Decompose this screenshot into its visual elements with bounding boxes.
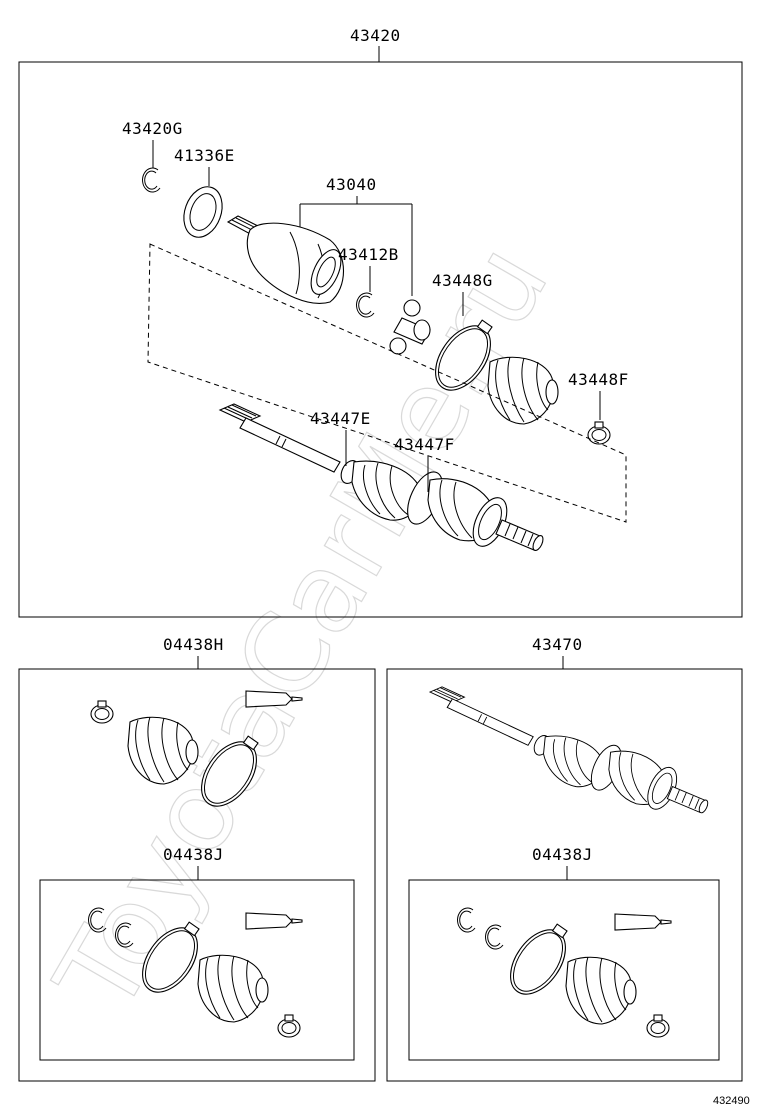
snap-ring-part bbox=[142, 167, 161, 193]
kit-j-right-grease-tube bbox=[614, 913, 672, 931]
label-43448F: 43448F bbox=[568, 370, 629, 389]
kit-j-left-grease-tube bbox=[245, 912, 303, 930]
label-43420G: 43420G bbox=[122, 119, 183, 138]
kit-j-right-small-clamp bbox=[646, 1014, 670, 1038]
boot-kit-inner-right-frame bbox=[408, 879, 720, 1061]
kit-j-left-boot bbox=[197, 954, 269, 1023]
kit-j-right-boot bbox=[565, 956, 637, 1025]
right-drive-shaft-part bbox=[429, 686, 710, 815]
label-43412B: 43412B bbox=[338, 245, 399, 264]
kit-j-right-snap-ring bbox=[457, 907, 476, 933]
dust-seal-part bbox=[183, 186, 223, 238]
label-41336E: 41336E bbox=[174, 146, 235, 165]
label-04438J-right: 04438J bbox=[532, 845, 593, 864]
kit-j-right-band bbox=[498, 919, 578, 1005]
label-43470: 43470 bbox=[532, 635, 583, 654]
snap-ring-b-part bbox=[356, 292, 375, 318]
boot-kit-inner-left-frame bbox=[39, 879, 355, 1061]
boot-kit-left-frame bbox=[18, 668, 376, 1082]
kit-h-small-clamp bbox=[90, 700, 114, 724]
clamp-43448F-part bbox=[587, 421, 611, 445]
top-assembly-frame bbox=[18, 61, 743, 618]
tripod-part bbox=[389, 299, 431, 355]
label-43420: 43420 bbox=[350, 26, 401, 45]
axle-assembly-right-frame bbox=[386, 668, 743, 1082]
label-43448G: 43448G bbox=[432, 271, 493, 290]
kit-j-right-snap-ring-2 bbox=[485, 924, 504, 950]
kit-j-left-small-clamp bbox=[277, 1014, 301, 1038]
label-43447F: 43447F bbox=[394, 435, 455, 454]
label-04438H: 04438H bbox=[163, 635, 224, 654]
label-43040: 43040 bbox=[326, 175, 377, 194]
label-43447E: 43447E bbox=[310, 409, 371, 428]
label-04438J-left: 04438J bbox=[163, 845, 224, 864]
inboard-joint-housing bbox=[226, 215, 344, 304]
watermark: ToyotaCarMe.ru bbox=[31, 224, 573, 1034]
diagram-code: 432490 bbox=[713, 1095, 750, 1107]
